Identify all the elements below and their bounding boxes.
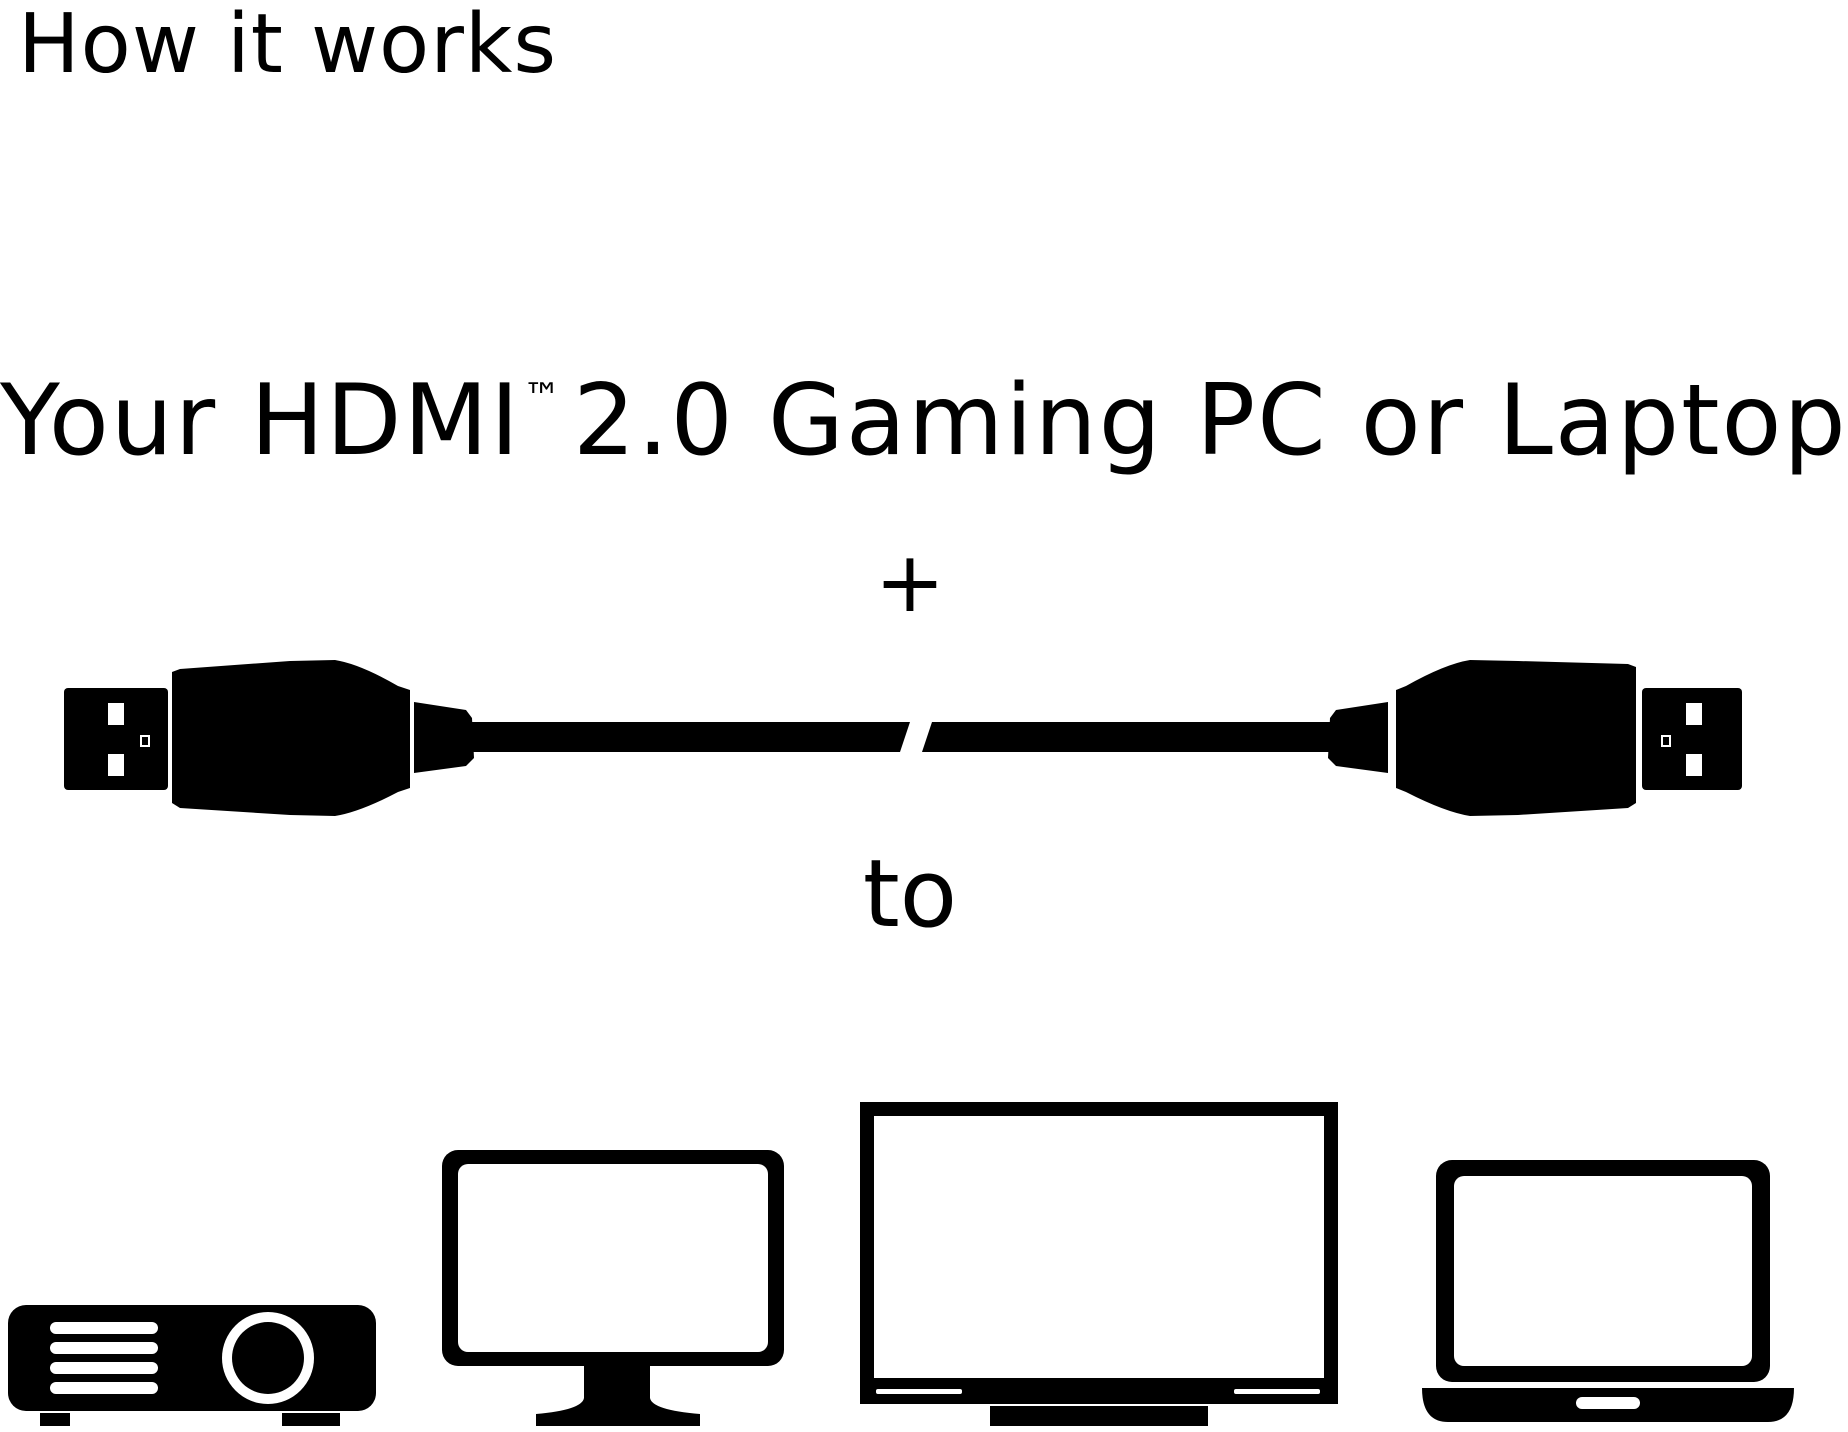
plus-sign: + xyxy=(874,533,946,631)
monitor-icon xyxy=(442,1150,784,1426)
headline-rest: 2.0 Gaming PC or Laptop xyxy=(572,364,1848,478)
page-heading: How it works xyxy=(18,0,558,92)
illustration xyxy=(8,660,1794,1426)
tv-icon xyxy=(860,1102,1338,1426)
laptop-icon xyxy=(1422,1160,1794,1422)
projector-icon xyxy=(8,1305,376,1426)
to-label: to xyxy=(862,840,958,949)
hdmi-cable-icon xyxy=(64,660,1742,816)
headline-text: Your HDMI xyxy=(0,364,521,478)
trademark-symbol: ™ xyxy=(522,375,563,419)
